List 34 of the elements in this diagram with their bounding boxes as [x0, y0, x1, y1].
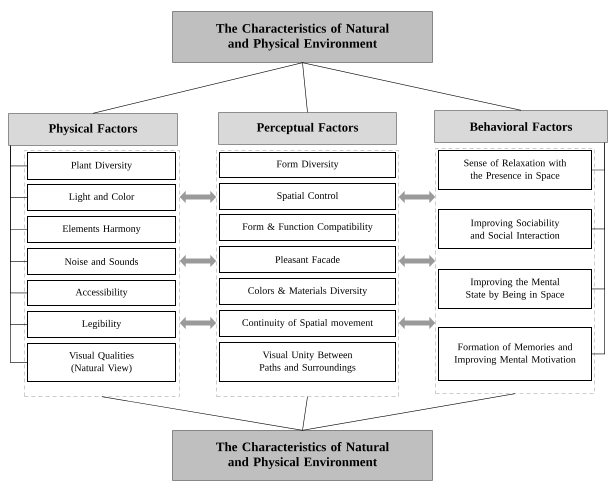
factor-box: Continuity of Spatial movement [219, 310, 396, 337]
category-box: Perceptual Factors [218, 112, 397, 145]
title-box: The Characteristics of Natural and Physical Environment [172, 430, 433, 481]
factor-box: Colors & Materials Diversity [219, 278, 396, 305]
factor-box: Improving the Mental State by Being in Space [438, 269, 592, 309]
factor-box: Legibility [27, 311, 176, 338]
factor-box: Elements Harmony [27, 216, 176, 243]
dashed-group [216, 150, 399, 397]
factor-box: Light and Color [27, 184, 176, 211]
connector-line [302, 62, 522, 111]
factor-box: Visual Unity Between Paths and Surroundings [219, 342, 396, 382]
factor-box: Visual Qualities (Natural View) [27, 342, 176, 382]
factor-box: Noise and Sounds [27, 248, 176, 275]
title-box: The Characteristics of Natural and Physical Environment [172, 11, 433, 63]
connector-line [102, 396, 303, 431]
factor-box: Pleasant Facade [219, 246, 396, 273]
factor-box: Spatial Control [219, 183, 396, 210]
connector-line [592, 142, 605, 354]
connector-line [302, 396, 308, 431]
category-box: Behavioral Factors [434, 110, 608, 143]
connector-line [10, 145, 28, 363]
factor-box: Formation of Memories and Improving Mental Motivation [438, 327, 592, 381]
factor-box: Plant Diversity [27, 152, 176, 180]
factor-box: Form Diversity [219, 152, 396, 178]
category-box: Physical Factors [8, 113, 178, 146]
factor-box: Accessibility [27, 280, 176, 306]
dashed-group [24, 150, 180, 397]
dashed-group [435, 148, 595, 394]
connector-line [92, 62, 303, 114]
connector-line [302, 393, 516, 431]
connector-line [302, 62, 308, 113]
factor-box: Form & Function Compatibility [219, 214, 396, 241]
factor-box: Sense of Relaxation with the Presence in Space [438, 150, 592, 190]
factor-box: Improving Sociability and Social Interaction [438, 209, 592, 249]
